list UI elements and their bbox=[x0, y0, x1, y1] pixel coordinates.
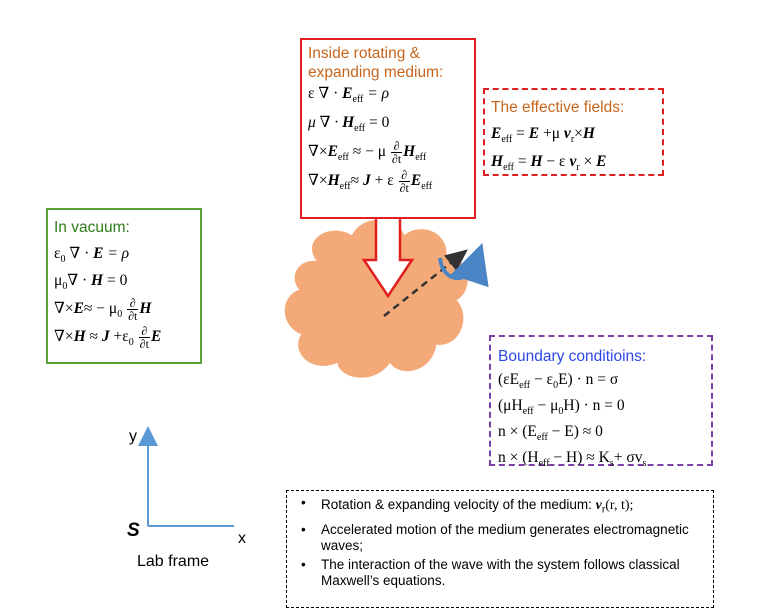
inside-eq-gauss: ε ∇ · Eeff = ρ bbox=[308, 85, 390, 106]
inside-eq-magnetic: μ ∇ · Heff = 0 bbox=[308, 114, 390, 135]
effective-eq-h: Heff = H − ε vr × E bbox=[491, 153, 607, 174]
boundary-eq-1: (εEeff − ε0E) · n = σ bbox=[498, 371, 619, 392]
vacuum-eq-magnetic: μ0∇ · H = 0 bbox=[54, 272, 128, 293]
vacuum-eq-gauss: ε0 ∇ · E = ρ bbox=[54, 245, 130, 266]
y-axis-label: y bbox=[129, 428, 137, 445]
inside-title-line1: Inside rotating & bbox=[308, 45, 421, 62]
boundary-conditions-box: Boundary conditioins: (εEeff − ε0E) · n … bbox=[489, 335, 713, 469]
x-axis-label: x bbox=[238, 530, 246, 547]
boundary-title: Boundary conditioins: bbox=[498, 348, 647, 365]
notes-list: Rotation & expanding velocity of the med… bbox=[295, 495, 705, 589]
lab-frame-label: Lab frame bbox=[137, 553, 210, 570]
boundary-eq-4: n × (Heff − H) ≈ Ks+ σvs bbox=[498, 449, 647, 470]
note-item-maxwell: The interaction of the wave with the sys… bbox=[295, 557, 705, 589]
vacuum-equations-box: In vacuum: ε0 ∇ · E = ρ μ0∇ · H = 0 ∇×E≈… bbox=[46, 208, 202, 364]
vacuum-title: In vacuum: bbox=[54, 219, 130, 236]
effective-fields-box: The effective fields: Eeff = E +μ vr×H H… bbox=[483, 88, 664, 176]
note-item-velocity: Rotation & expanding velocity of the med… bbox=[295, 495, 705, 519]
effective-eq-e: Eeff = E +μ vr×H bbox=[491, 125, 595, 146]
effective-title: The effective fields: bbox=[491, 99, 625, 116]
inside-title-line2: expanding medium: bbox=[308, 64, 444, 81]
rotation-arrow bbox=[438, 243, 489, 288]
boundary-eq-3: n × (Eeff − E) ≈ 0 bbox=[498, 423, 603, 444]
note-item-waves: Accelerated motion of the medium generat… bbox=[295, 522, 705, 554]
frame-s-label: S bbox=[127, 520, 140, 541]
inside-medium-equations-box: Inside rotating & expanding medium: ε ∇ … bbox=[300, 38, 476, 219]
notes-box: Rotation & expanding velocity of the med… bbox=[286, 490, 714, 608]
inside-pointer-arrow bbox=[361, 218, 415, 299]
boundary-eq-2: (μHeff − μ0H) · n = 0 bbox=[498, 397, 625, 418]
velocity-dashed-line bbox=[383, 249, 468, 317]
